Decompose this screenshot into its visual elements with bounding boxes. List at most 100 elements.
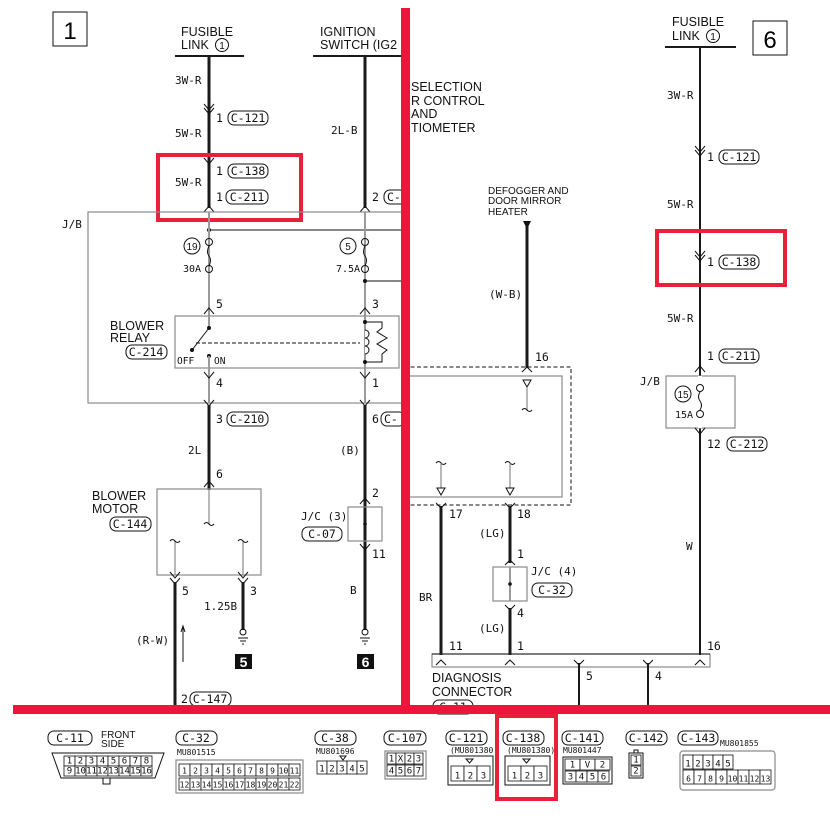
jc4-pin-4: 4 [517,606,524,620]
fusible-link-number: 1 [219,41,225,52]
jc3-pin-11: 11 [372,547,386,561]
connector-arrow [694,427,706,435]
pin-number: 3 [89,757,94,767]
connector-view-c142: C-142 12 [625,730,668,779]
connector-badge [625,730,668,746]
junction-block-box [87,211,405,404]
wire-label-lg-2: (LG) [479,622,506,635]
connector-c6x: C- [384,412,398,426]
pin-cell [356,760,368,775]
pin-number: 16 [224,781,234,790]
relay-contact-off [190,348,194,352]
fusible-link-right-label: FUSIBLE [672,15,724,29]
connector-arrow [203,480,215,488]
diag-pin-4: 4 [655,669,662,683]
pin-number: 3 [339,765,344,775]
fusible-link-right-number: 1 [710,32,716,43]
pin-number: 6 [122,757,127,767]
connector-view-name: C-38 [321,731,349,745]
connector-badge [47,730,93,746]
wire-label-b: B [350,584,357,597]
c11-shell [51,752,165,779]
ground-terminal [361,628,369,636]
connector-arrow [359,543,371,551]
part-number: (MU801380) [507,746,555,755]
connector-badge [227,110,269,126]
pin-label: 2 [181,692,188,706]
pin-number: 7 [697,775,702,784]
relay-resistor-icon [365,321,388,363]
pin-label: 1 [216,111,223,125]
fuse-number-circle [183,237,201,255]
jc4-label: J/C (4) [531,565,577,578]
terminal-triangle [505,487,515,497]
pin-number: 10 [75,767,86,777]
c11-tab [102,777,111,785]
pin-number: 9 [67,767,72,777]
wire-label-w: W [686,540,693,553]
ground-6-label: 6 [362,654,370,670]
pin-number: 19 [257,781,267,790]
pin-number: 2 [329,765,334,775]
junction-dot [508,582,512,586]
wire-label-w-b: (W-B) [489,288,522,301]
connector-badge [561,730,604,746]
jb-right-label: J/B [640,375,660,388]
fusible-link-number-circle [215,38,229,52]
pin-number: 5 [590,773,595,783]
pin-number: 4 [715,760,720,770]
right-section: FUSIBLE LINK 1 6 3W-R 1 C-121 5W-R 1 C-1… [640,15,788,655]
pin-number: 7 [133,757,138,767]
pin-cell [630,765,642,777]
connector-arrow [694,250,706,262]
c142-shell [628,752,644,779]
key-triangle [464,758,475,764]
wire-label-3w-r-right: 3W-R [667,89,694,102]
jc4-pin-1: 1 [517,547,524,561]
pin-number: V [585,761,591,771]
connector-c121: C-121 [231,111,266,125]
pin-number: 1 [512,772,517,782]
c107-shell [384,750,427,780]
connector-badge [109,516,152,532]
relay-pin-3: 3 [372,297,379,311]
diag-pin-5: 5 [586,669,593,683]
pin-number: 6 [237,767,242,776]
pin-cell [288,763,301,777]
pin-number: 5 [398,767,403,777]
motor-terminal [237,539,249,543]
connector-badge [383,730,427,746]
wire-label-5w-r: 5W-R [175,127,202,140]
pin-cell [476,765,491,782]
connector-c147: C-147 [193,692,228,706]
selection-label-1: SELECTION [411,80,482,94]
pin-number: 3 [204,767,209,776]
pin-number: 1 [685,760,690,770]
wire-label-5w-r-right: 5W-R [667,198,694,211]
page-marker-box [752,20,788,56]
connector-arrow [521,366,533,373]
page-marker-box [52,11,88,47]
diagnosis-label-1: DIAGNOSIS [432,671,501,685]
fuse-5-number: 5 [345,242,351,253]
junction-dot [363,279,367,283]
connector-view-name: C-32 [182,731,210,745]
pin-16-right: 16 [707,639,721,653]
connector-badge [314,730,357,746]
fuse-terminal [205,265,213,273]
pin-number: 2 [468,772,473,782]
pin-number: 9 [270,767,275,776]
pin-label: 1 [216,190,223,204]
connector-c211-right: C-211 [722,349,757,363]
connector-arrow [359,205,371,213]
jc3-connector: C-07 [308,527,336,541]
pin-label: 1 [707,255,714,269]
